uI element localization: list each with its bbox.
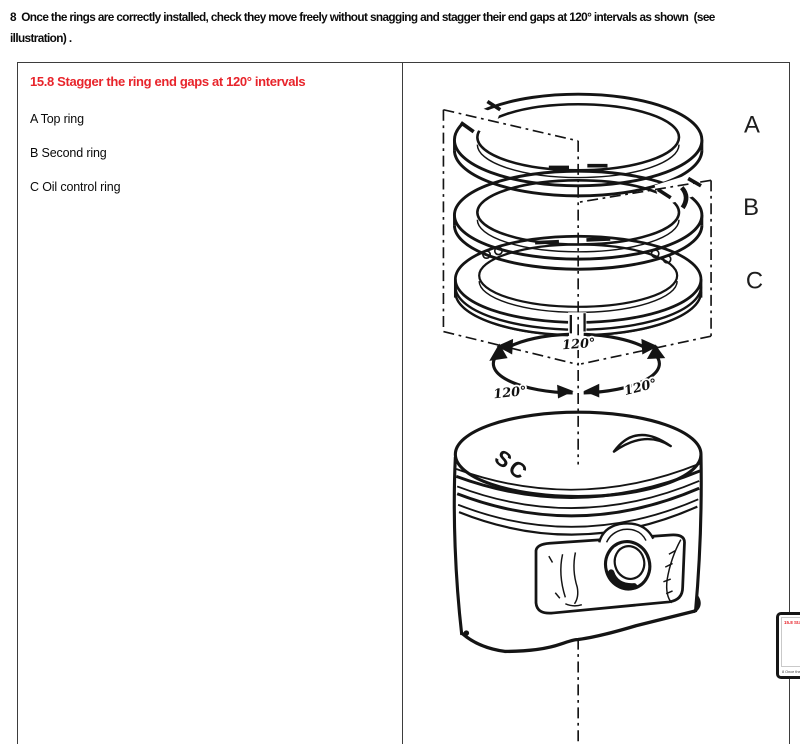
- page-preview-miniature: 15.8 Stagger the ring end gaps at 120° i…: [781, 617, 800, 667]
- legend-item-oil-control-ring: C Oil control ring: [30, 180, 121, 194]
- page-preview-heading: 15.8 Stagger the ring end gaps at 120° i…: [784, 620, 800, 625]
- ring-label-b: B: [743, 194, 759, 221]
- intro-paragraph: 8 Once the rings are correctly installed…: [10, 10, 715, 45]
- angle-label-bottom-right: 120°: [623, 376, 659, 399]
- valve-relief-crescent: [612, 433, 672, 453]
- angle-arrowheads: [489, 338, 666, 399]
- angle-label-bottom-left: 120°: [493, 384, 528, 402]
- piston-rings-illustration: 120° 120° 120° A B C SC: [442, 92, 763, 744]
- figure-text-column: 15.8 Stagger the ring end gaps at 120° i…: [18, 63, 403, 744]
- piston-drawing: [452, 410, 703, 654]
- figure-illustration-column: 120° 120° 120° A B C SC: [404, 63, 789, 744]
- piston-marking-label: SC: [490, 445, 534, 486]
- figure-box: 15.8 Stagger the ring end gaps at 120° i…: [17, 62, 790, 744]
- legend-item-top-ring: A Top ring: [30, 112, 84, 126]
- page-preview-thumbnail[interactable]: 15.8 Stagger the ring end gaps at 120° i…: [776, 612, 800, 679]
- ring-label-a: A: [744, 112, 760, 139]
- angle-label-top: 120°: [562, 336, 596, 353]
- gap-position-construction-lines: [442, 108, 712, 744]
- legend-item-second-ring: B Second ring: [30, 146, 107, 160]
- figure-caption: 15.8 Stagger the ring end gaps at 120° i…: [30, 74, 306, 89]
- page-preview-caption: 8 Once the rings are correctly installed: [782, 670, 800, 674]
- ring-label-c: C: [746, 267, 763, 294]
- angle-arrows: [491, 332, 661, 395]
